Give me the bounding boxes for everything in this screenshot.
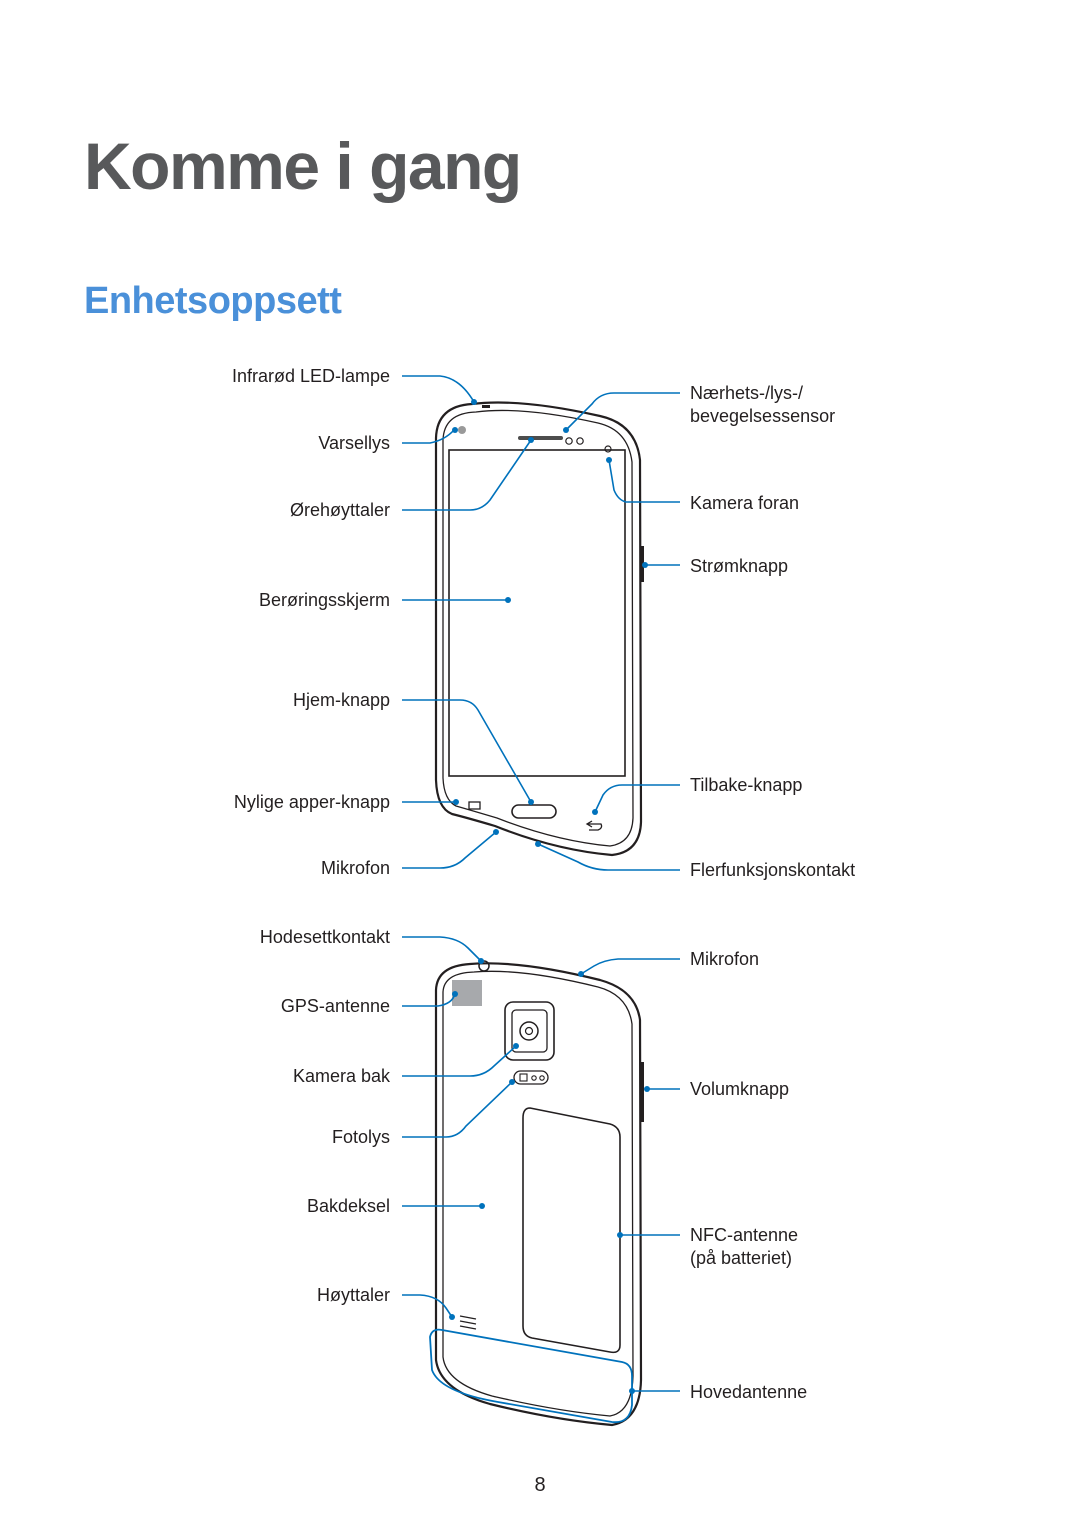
chapter-title: Komme i gang (84, 129, 522, 203)
home-button-icon (511, 804, 557, 819)
label-power-button: Strømknapp (690, 556, 789, 576)
speaker-grille-icon (459, 1315, 477, 1330)
label-flash: Fotolys (331, 1127, 390, 1147)
label-volume-button: Volumknapp (690, 1079, 790, 1099)
label-back-microphone: Mikrofon (690, 949, 760, 969)
flash-icon (519, 1073, 528, 1082)
label-proximity-sensor-line1: Nærhets-/lys-/ (690, 383, 804, 403)
label-nfc-antenna: NFC-antenne (på batteriet) (690, 1224, 798, 1270)
volume-button-side (640, 1062, 644, 1122)
label-notification-light: Varsellys (318, 433, 390, 453)
main-antenna-outline (429, 1328, 633, 1424)
recent-apps-icon (468, 801, 481, 810)
label-headset-jack: Hodesettkontakt (259, 927, 390, 947)
label-proximity-sensor-line2: bevegelsessensor (690, 406, 836, 426)
page-number: 8 (534, 1474, 546, 1496)
power-button-side (640, 546, 644, 582)
front-callout-lines (402, 375, 680, 871)
back-callout-lines (402, 936, 680, 1394)
nfc-antenna-area (522, 1107, 621, 1354)
label-nfc-antenna-line1: NFC-antenne (690, 1225, 799, 1245)
touchscreen-area (448, 449, 626, 777)
label-proximity-sensor: Nærhets-/lys-/ bevegelsessensor (690, 382, 835, 428)
label-touchscreen: Berøringsskjerm (258, 590, 390, 610)
ir-led (482, 405, 490, 408)
front-camera-icon (604, 445, 612, 453)
section-title: Enhetsoppsett (84, 280, 342, 322)
label-home-button: Hjem-knapp (292, 690, 390, 710)
notification-light-icon (458, 426, 466, 434)
label-infrared-led: Infrarød LED-lampe (231, 366, 390, 386)
label-rear-camera: Kamera bak (292, 1066, 390, 1086)
rear-camera-icon (519, 1021, 539, 1041)
label-back-cover: Bakdeksel (306, 1196, 390, 1216)
label-back-button: Tilbake-knapp (690, 775, 803, 795)
back-icon (585, 820, 603, 831)
label-front-camera: Kamera foran (690, 493, 800, 513)
label-earpiece: Ørehøyttaler (289, 500, 390, 520)
label-front-microphone: Mikrofon (320, 858, 390, 878)
label-main-antenna: Hovedantenne (690, 1382, 808, 1402)
label-multipurpose-jack: Flerfunksjonskontakt (690, 860, 856, 880)
proximity-sensor-icon (565, 437, 573, 445)
label-recent-apps-button: Nylige apper-knapp (233, 792, 390, 812)
label-gps-antenna: GPS-antenne (280, 996, 390, 1016)
label-speaker: Høyttaler (316, 1285, 390, 1305)
phone-front-illustration (434, 401, 644, 857)
flash-housing (513, 1070, 549, 1085)
rear-camera-housing (504, 1001, 555, 1061)
label-nfc-antenna-line2: (på batteriet) (690, 1248, 793, 1268)
phone-back-illustration (429, 960, 644, 1427)
earpiece-grille (518, 436, 563, 440)
